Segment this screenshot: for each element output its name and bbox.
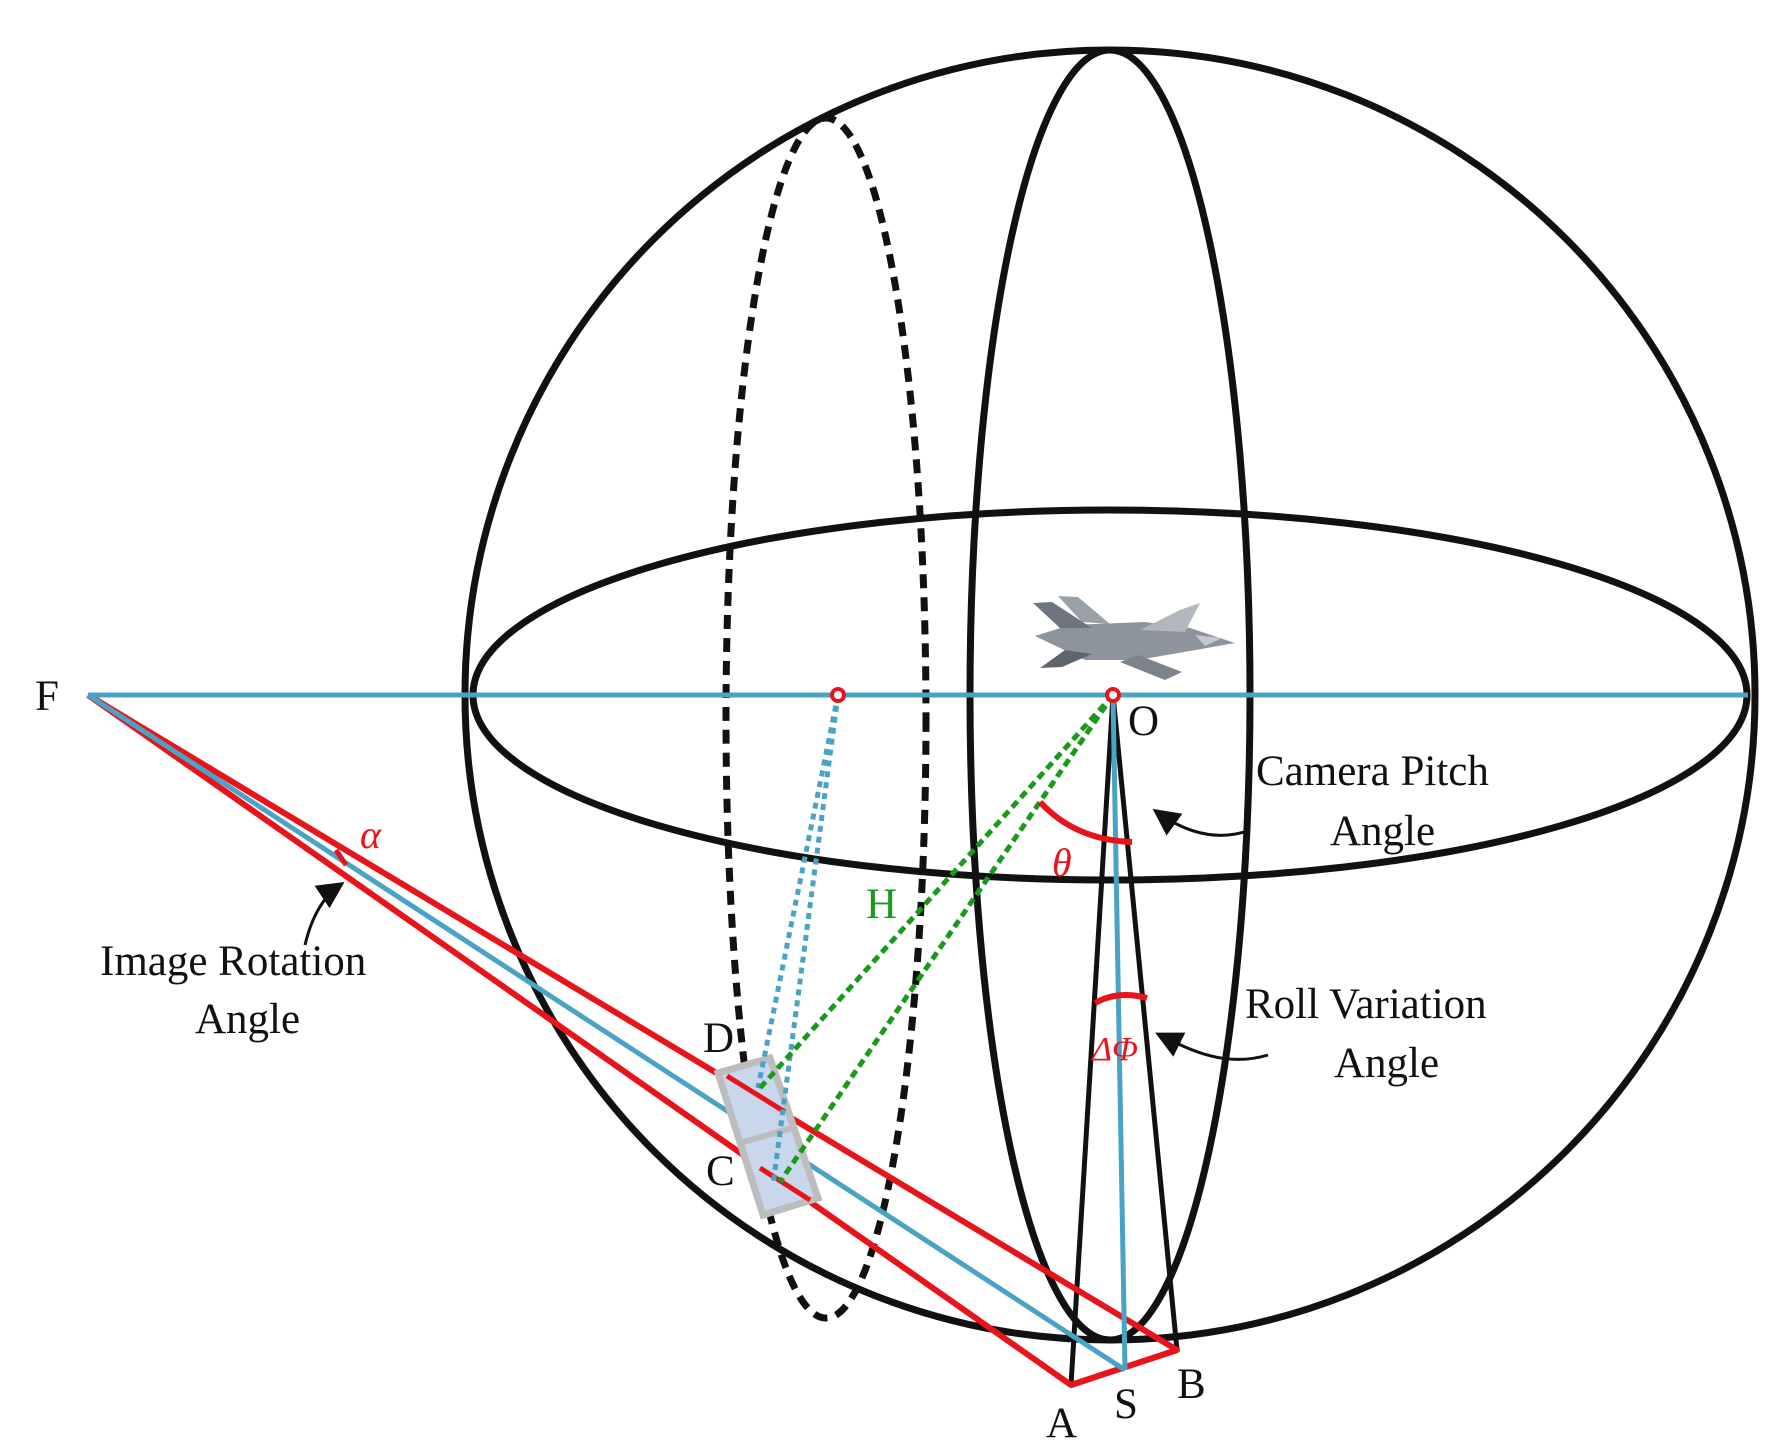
label-point-o: O [1128,698,1159,745]
dotted-blue-line-2 [770,694,841,1186]
image-rotation-label-line2: Angle [195,996,300,1043]
line-f-to-s [86,692,1127,1373]
camera-pitch-label-line2: Angle [1330,808,1435,855]
line-o-to-s [1110,694,1128,1371]
fighter-jet-icon [1033,596,1235,680]
image-rotation-label-line1: Image Rotation [100,938,366,985]
image-plane-midline [739,1125,793,1146]
dashed-meridian-ellipse [722,114,930,1322]
roll-variation-label-line1: Roll Variation [1245,981,1487,1028]
label-angle-delta-phi: ΔΦ [1090,1031,1138,1068]
label-point-b: B [1177,1361,1206,1408]
alpha-tick [333,848,349,867]
label-point-c: C [706,1148,735,1195]
slant-range-line-lower [777,693,1116,1184]
label-point-a: A [1046,1400,1077,1447]
label-point-s: S [1114,1381,1138,1428]
camera-pitch-arrow [1152,808,1251,837]
image-rotation-arrow [303,882,345,946]
label-slant-range-h: H [866,881,897,928]
cone-edge-left [1068,694,1116,1386]
cone-edge-right [1110,694,1180,1351]
camera-pitch-label-line1: Camera Pitch [1256,748,1489,795]
auxiliary-point-marker [830,687,846,703]
label-angle-alpha: α [360,812,382,857]
image-red-line-lower [758,1165,812,1203]
roll-variation-arrow [1155,1032,1269,1061]
slant-range-line-upper [758,693,1115,1090]
image-red-line-upper [725,1073,787,1115]
point-o-marker [1105,687,1121,703]
roll-variation-label-line2: Angle [1334,1040,1439,1087]
label-point-f: F [35,673,59,720]
theta-arc [1037,799,1133,845]
label-point-d: D [703,1015,734,1062]
label-angle-theta: θ [1052,840,1072,885]
dotted-blue-line-1 [755,694,841,1089]
delta-phi-arc [1093,991,1148,1006]
